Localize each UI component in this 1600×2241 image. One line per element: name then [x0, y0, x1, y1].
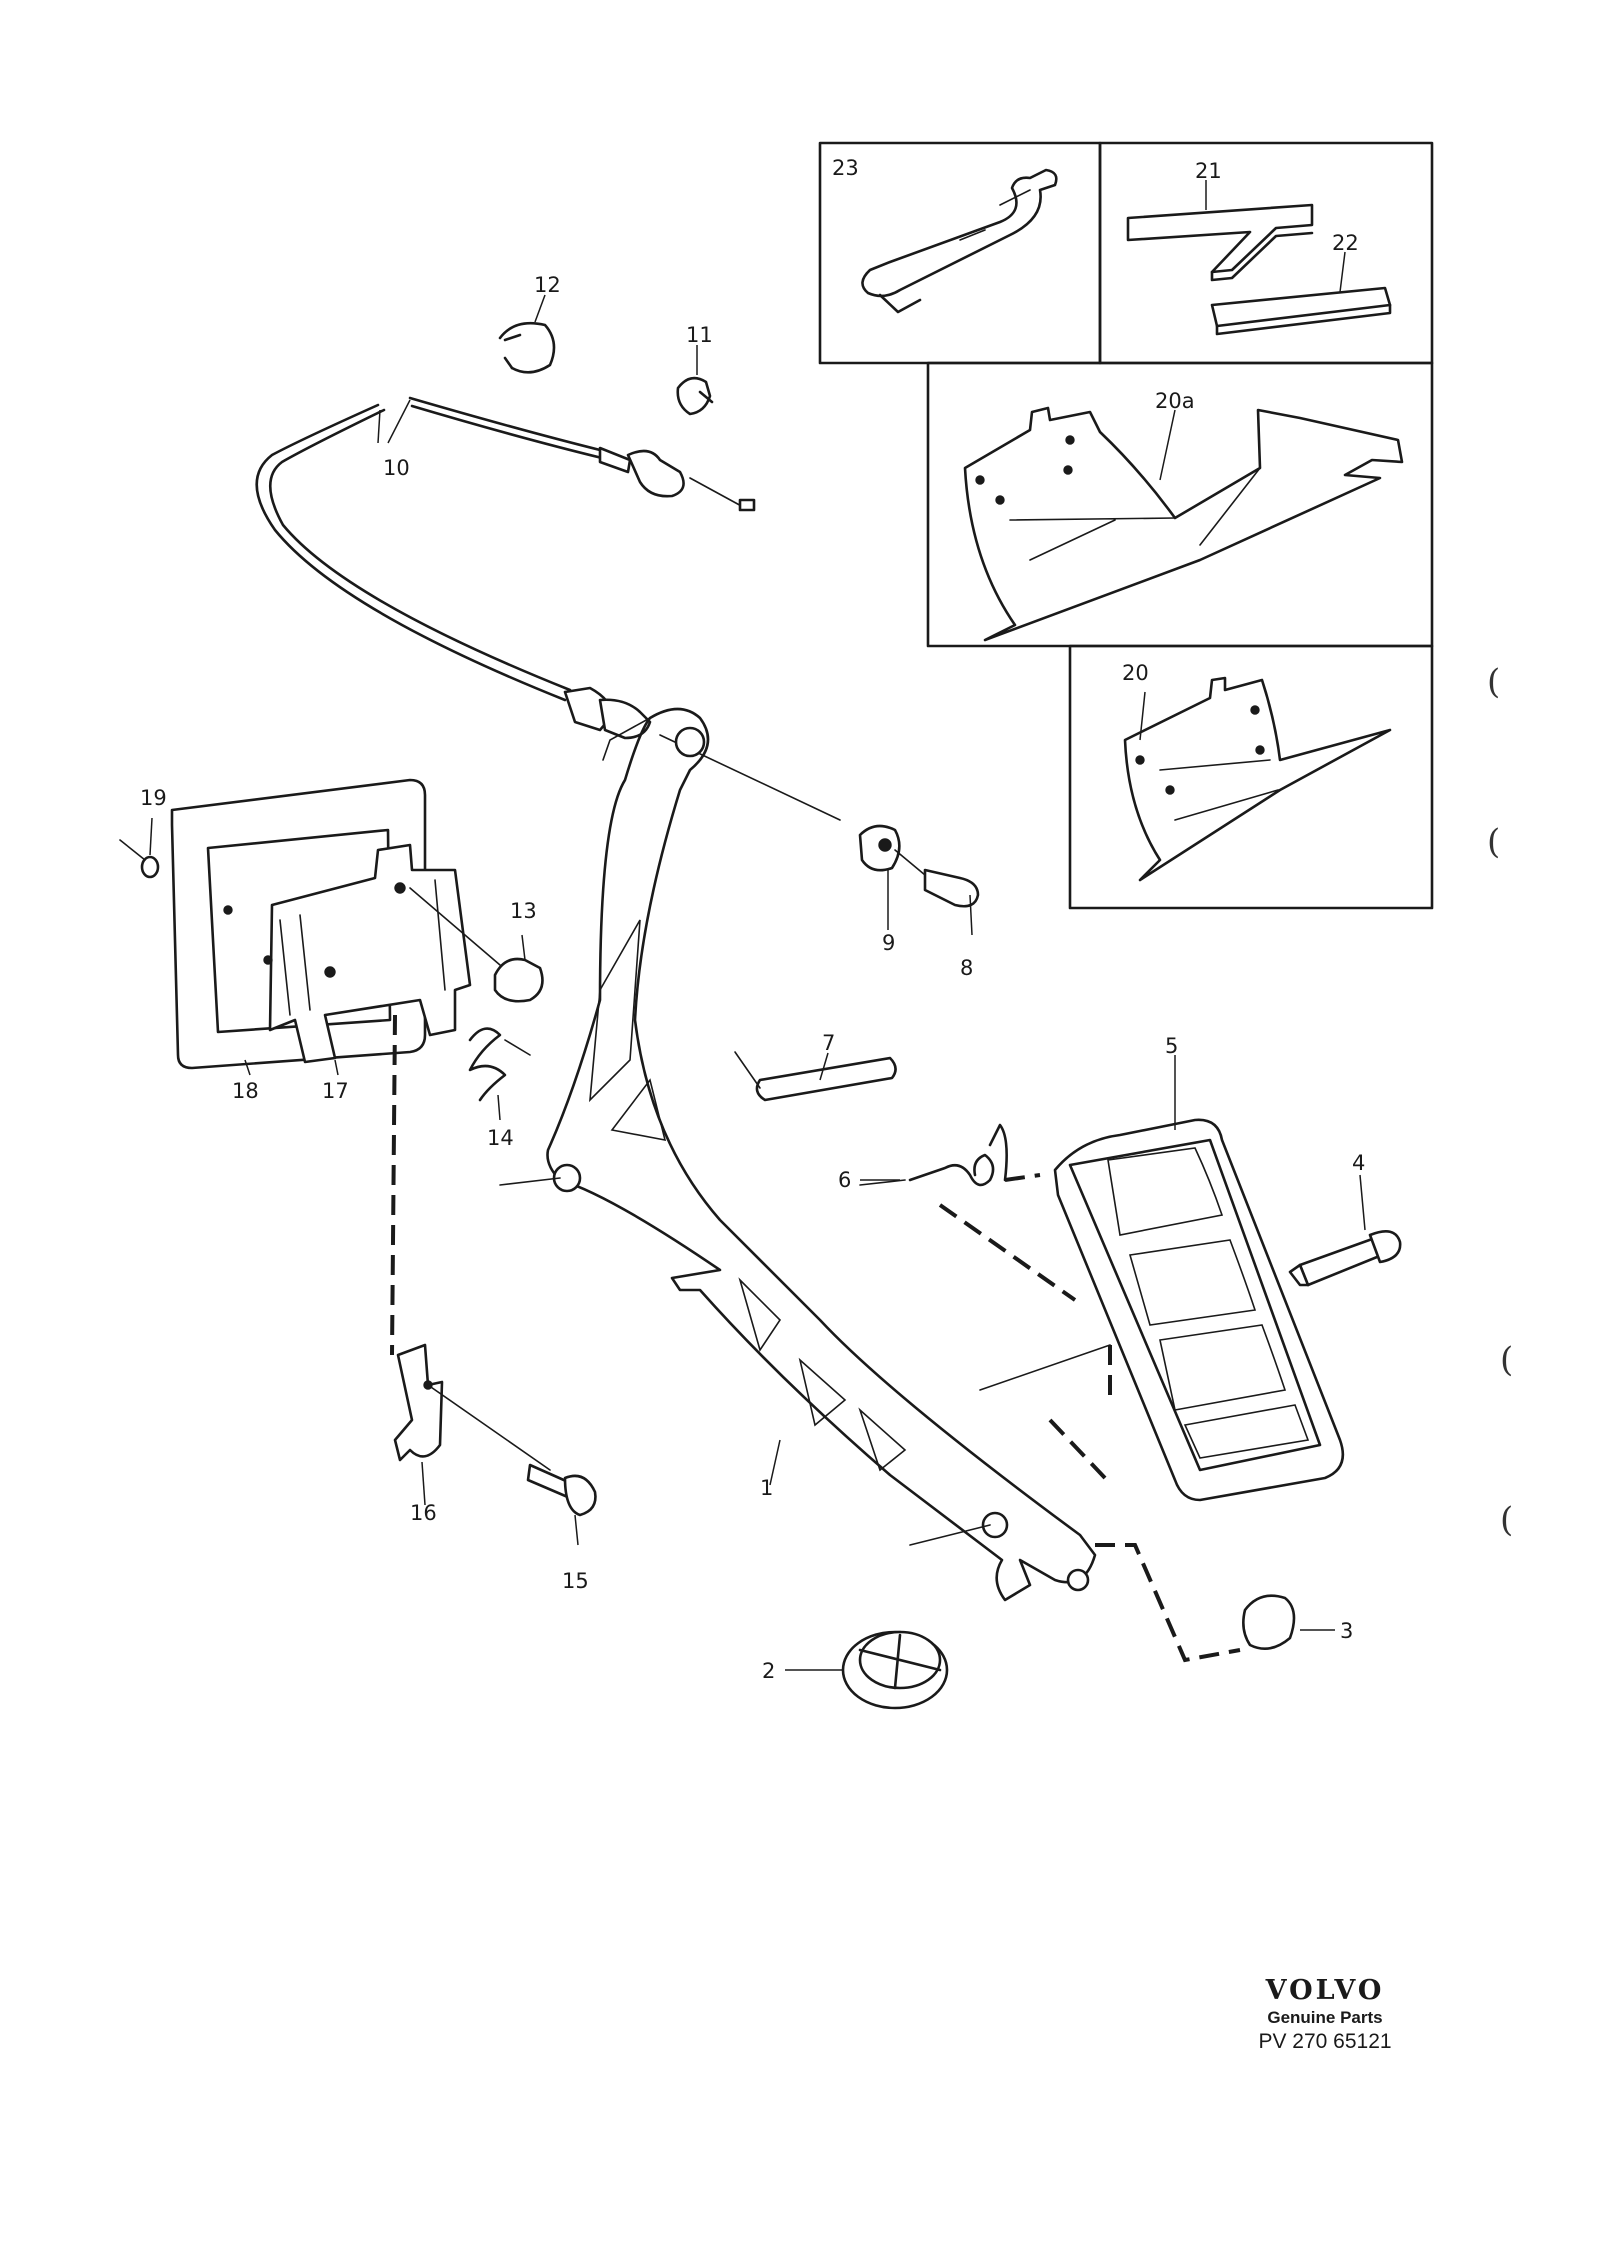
assembly-dash-1-3	[1095, 1543, 1241, 1663]
label-7: 7	[822, 1031, 835, 1055]
label-4: 4	[1352, 1151, 1365, 1175]
label-12: 12	[534, 273, 561, 297]
label-16: 16	[410, 1501, 437, 1525]
label-2: 2	[762, 1659, 775, 1683]
brand-subtitle: Genuine Parts	[1267, 2008, 1383, 2027]
brand-block: VOLVO Genuine Parts PV 270 65121	[1210, 1975, 1440, 2054]
pin-4	[1288, 1230, 1402, 1287]
label-8: 8	[960, 956, 973, 980]
bushing-3	[1242, 1594, 1296, 1650]
clip-12	[498, 321, 556, 374]
leader-lines	[149, 180, 1366, 1671]
label-14: 14	[487, 1126, 514, 1150]
label-22: 22	[1332, 231, 1359, 255]
grommet-13	[409, 887, 544, 1003]
grommet-9	[858, 824, 901, 872]
label-11: 11	[686, 323, 713, 347]
pedal-pad	[979, 1118, 1345, 1502]
margin-mark: (	[1500, 1340, 1514, 1380]
label-1: 1	[760, 1476, 773, 1500]
inset-box-23	[818, 141, 1102, 365]
inset-box-21-22	[1098, 141, 1434, 365]
label-6: 6	[838, 1168, 851, 1192]
label-10: 10	[383, 456, 410, 480]
assembly-dash-5-1	[1048, 1345, 1112, 1480]
label-19: 19	[140, 786, 167, 810]
washer-19	[119, 839, 160, 879]
throttle-cable	[255, 396, 756, 740]
margin-mark: (	[1500, 1500, 1514, 1540]
label-21: 21	[1195, 159, 1222, 183]
label-23: 23	[832, 156, 859, 180]
assembly-dash-17-16	[390, 1014, 397, 1356]
label-20: 20	[1122, 661, 1149, 685]
label-13: 13	[510, 899, 537, 923]
assembly-dash-6-5	[938, 1173, 1077, 1302]
spring-6	[859, 1123, 1008, 1187]
pedal-arm	[499, 707, 1097, 1602]
label-20a: 20a	[1155, 389, 1195, 413]
label-5: 5	[1165, 1034, 1178, 1058]
pin-7	[734, 1051, 897, 1102]
spring-14	[468, 1027, 531, 1102]
label-9: 9	[882, 931, 895, 955]
diagram-code: PV 270 65121	[1258, 2030, 1392, 2053]
stop-2	[841, 1630, 949, 1710]
part-labels: 1 2 3 4 5 6 7 8 9 10 11 12 13 14 15 16 1…	[140, 156, 1365, 1683]
holder-bracket	[263, 843, 472, 1064]
inset-box-20	[1068, 644, 1434, 910]
label-17: 17	[322, 1079, 349, 1103]
clip-16	[393, 1343, 551, 1471]
label-3: 3	[1340, 1619, 1353, 1643]
label-15: 15	[562, 1569, 589, 1593]
screw-8	[894, 849, 980, 908]
brand-logo: VOLVO	[1265, 1975, 1385, 2006]
clip-11	[676, 376, 714, 416]
margin-mark: (	[1487, 662, 1501, 702]
margin-mark: (	[1487, 822, 1501, 862]
bolt-15	[526, 1463, 597, 1517]
label-18: 18	[232, 1079, 259, 1103]
